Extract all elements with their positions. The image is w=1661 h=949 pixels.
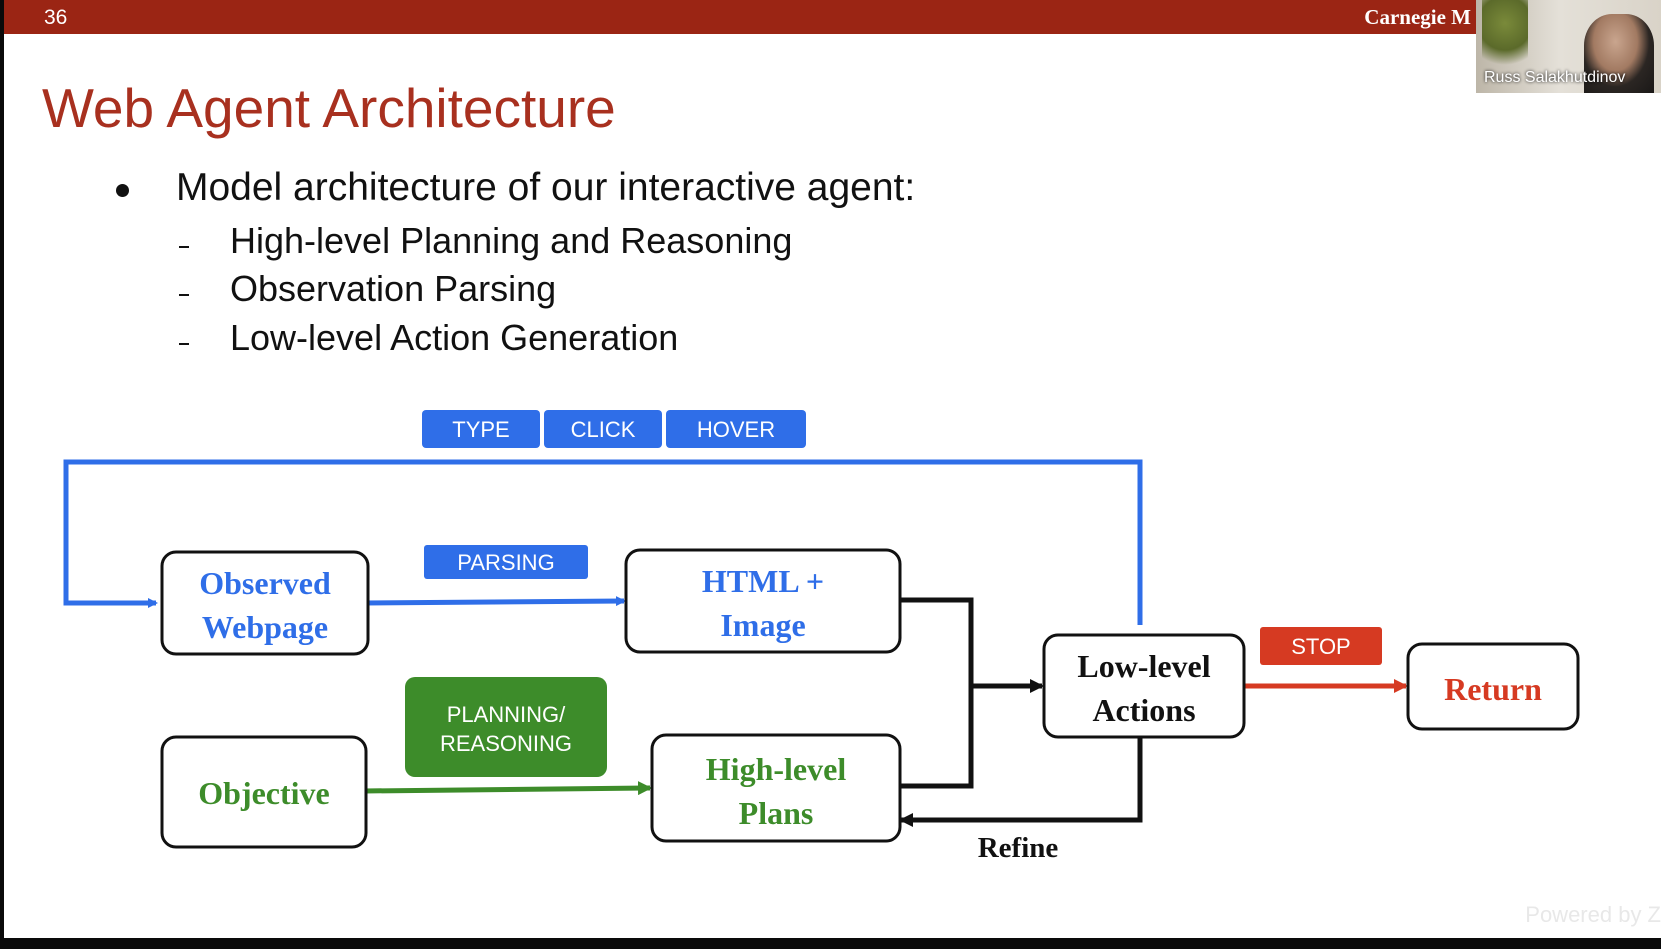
bullet-text: Model architecture of our interactive ag… [176, 166, 916, 209]
action-tag-hover: HOVER [666, 410, 806, 448]
refine-label: Refine [978, 832, 1059, 864]
parsing-tag: PARSING [424, 545, 588, 579]
architecture-diagram: TYPE CLICK HOVER PARSING PLANNING/ REASO… [63, 410, 1580, 864]
observed-webpage-line1: Observed [199, 565, 331, 601]
high-level-plans-box: High-level Plans [650, 733, 902, 843]
refine-arrow [899, 738, 1143, 827]
sub-item-dash [179, 294, 189, 296]
page-number: 36 [44, 6, 68, 29]
sub-item-action-generation: Low-level Action Generation [230, 317, 679, 358]
return-box: Return [1406, 642, 1580, 731]
low-level-actions-box: Low-level Actions [1042, 633, 1246, 739]
html-to-actions-connector [899, 597, 974, 789]
html-image-box: HTML + Image [624, 548, 902, 654]
sub-item-dash [179, 343, 189, 345]
html-image-line2: Image [720, 607, 805, 643]
objective-box: Objective [160, 735, 368, 849]
html-image-line1: HTML + [702, 563, 824, 599]
action-tag-type: TYPE [422, 410, 540, 448]
participant-name: Russ Salakhutdinov [1484, 69, 1626, 86]
feedback-loop-arrow [63, 459, 1143, 625]
planning-tag-line1: PLANNING/ [447, 702, 566, 727]
slide-header-bar: 36 Carnegie M [4, 0, 1661, 34]
low-level-actions-line1: Low-level [1077, 648, 1210, 684]
video-person [1584, 14, 1654, 93]
high-level-plans-line1: High-level [706, 751, 847, 787]
powered-by-watermark: Powered by Z [1525, 902, 1661, 927]
observed-webpage-line2: Webpage [202, 609, 328, 645]
action-tag-hover-label: HOVER [697, 417, 775, 442]
stop-tag-label: STOP [1291, 634, 1351, 659]
sub-item-parsing: Observation Parsing [230, 268, 557, 309]
stop-tag: STOP [1260, 627, 1382, 665]
return-label: Return [1444, 671, 1542, 707]
slide: 36 Carnegie M Web Agent Architecture Mod… [4, 0, 1661, 938]
action-tag-click-label: CLICK [571, 417, 636, 442]
sub-item-dash [179, 246, 189, 248]
action-tag-click: CLICK [544, 410, 662, 448]
video-plant [1482, 0, 1528, 78]
high-level-plans-line2: Plans [739, 795, 814, 831]
brand-logo-text: Carnegie M [1364, 5, 1471, 29]
slide-title: Web Agent Architecture [42, 77, 616, 139]
low-level-actions-line2: Actions [1092, 692, 1195, 728]
planning-reasoning-tag: PLANNING/ REASONING [405, 677, 607, 777]
bullet-dot [116, 184, 129, 197]
planning-tag-line2: REASONING [440, 731, 572, 756]
action-tag-type-label: TYPE [452, 417, 509, 442]
observed-webpage-box: Observed Webpage [160, 550, 370, 656]
sub-item-planning: High-level Planning and Reasoning [230, 220, 793, 261]
parsing-tag-label: PARSING [457, 550, 554, 575]
parsing-arrow [363, 596, 626, 607]
planning-arrow [363, 781, 652, 796]
participant-video-tile[interactable]: Russ Salakhutdinov [1476, 0, 1661, 93]
objective-label: Objective [198, 775, 330, 811]
